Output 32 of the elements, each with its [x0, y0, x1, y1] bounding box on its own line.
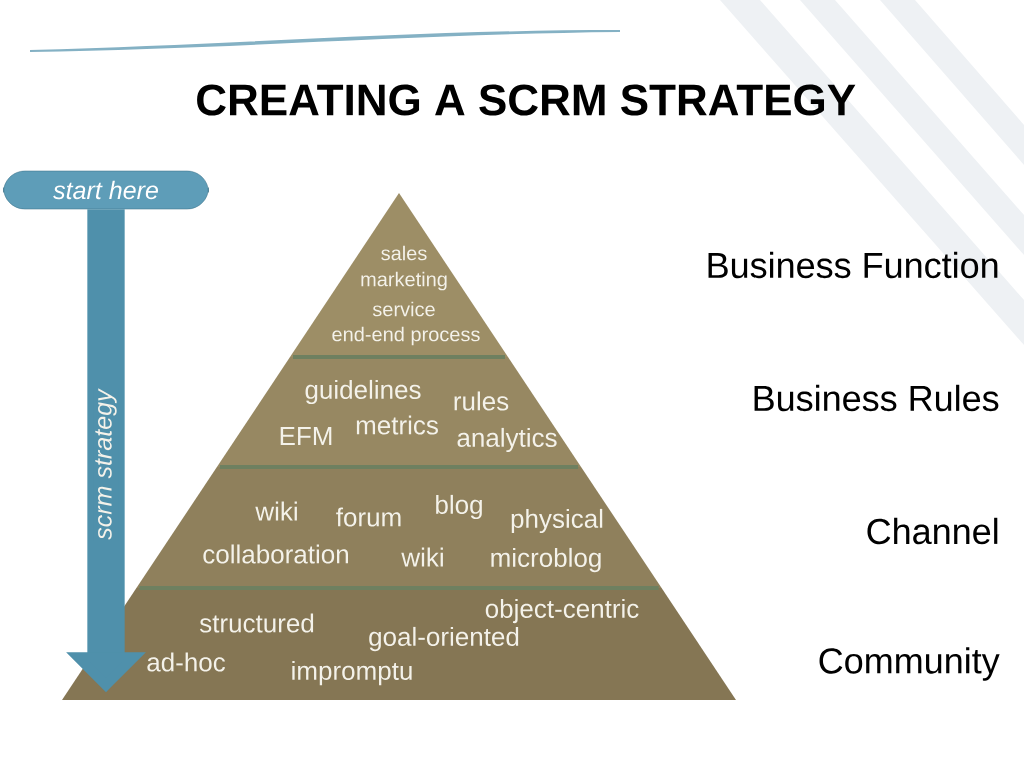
band-word: analytics: [457, 427, 557, 453]
slide-title: CREATING A SCRM STRATEGY: [197, 84, 856, 116]
band-word: sales: [381, 245, 427, 261]
band-word: guidelines: [305, 379, 421, 405]
edge-label: scrm strategy: [95, 388, 117, 540]
band-word: structured: [199, 613, 314, 633]
band-word: rules: [454, 391, 509, 411]
layer-label: Business Function: [708, 251, 998, 279]
band-word: physical: [511, 508, 603, 534]
band-word: ad-hoc: [147, 652, 226, 672]
band-word: object-centric: [485, 598, 639, 624]
band-word: wiki: [401, 547, 443, 567]
band-word: forum: [336, 507, 401, 527]
start-pill: start here: [3, 170, 209, 210]
band-word: end-end process: [332, 326, 480, 346]
band-word: marketing: [361, 271, 447, 291]
pyramid-band: [62, 588, 736, 700]
band-word: EFM: [280, 427, 332, 445]
layer-label: Business Rules: [754, 384, 999, 412]
band-word: collaboration: [203, 544, 348, 564]
band-word: blog: [436, 494, 482, 520]
band-word: service: [372, 301, 435, 317]
band-word: metrics: [356, 415, 438, 435]
band-word: wiki: [255, 501, 297, 521]
layer-label: Community: [819, 647, 1000, 681]
band-word: impromptu: [292, 660, 412, 686]
pyramid-band: [216, 357, 582, 467]
layer-label: Channel: [867, 517, 998, 545]
pyramid-band: [290, 193, 508, 357]
band-word: microblog: [491, 547, 601, 573]
band-word: goal-oriented: [369, 626, 519, 652]
pyramid-band: [136, 467, 662, 588]
